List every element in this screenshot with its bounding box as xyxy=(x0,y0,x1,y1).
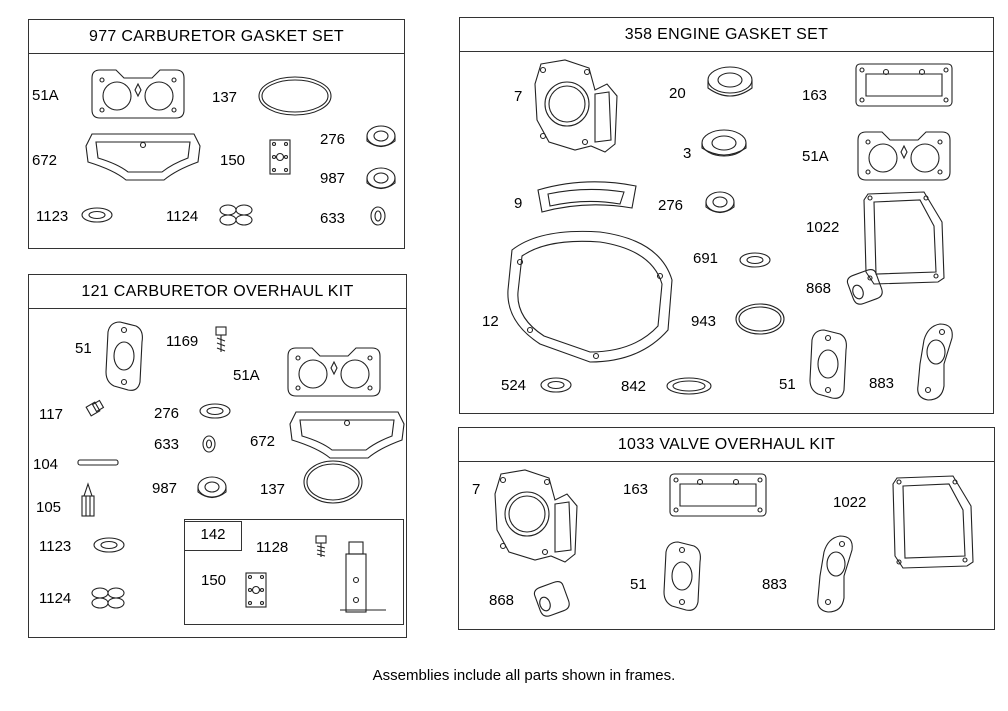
part-label-1128: 1128 xyxy=(256,539,289,556)
part-label-1022: 1022 xyxy=(833,494,867,511)
part-label-150: 150 xyxy=(220,152,246,169)
part-label-7: 7 xyxy=(472,481,481,498)
part-label-842: 842 xyxy=(621,378,647,395)
kit-title: 1033 VALVE OVERHAUL KIT xyxy=(459,428,994,462)
part-label-150: 150 xyxy=(201,572,227,589)
part-label-51a: 51A xyxy=(32,87,59,104)
part-label-163: 163 xyxy=(623,481,649,498)
part-label-9: 9 xyxy=(514,195,523,212)
part-label-104: 104 xyxy=(33,456,59,473)
part-label-524: 524 xyxy=(501,377,527,394)
part-label-987: 987 xyxy=(152,480,178,497)
part-label-633: 633 xyxy=(154,436,180,453)
part-label-868: 868 xyxy=(489,592,515,609)
part-label-117: 117 xyxy=(39,406,63,423)
part-label-1123: 1123 xyxy=(36,208,69,225)
part-label-1169: 1169 xyxy=(166,333,199,350)
part-label-987: 987 xyxy=(320,170,346,187)
part-label-1124: 1124 xyxy=(166,208,199,225)
sub-assembly-142-frame xyxy=(184,519,404,625)
part-label-883: 883 xyxy=(869,375,895,392)
part-label-163: 163 xyxy=(802,87,828,104)
part-label-137: 137 xyxy=(260,481,286,498)
part-label-7: 7 xyxy=(514,88,523,105)
kit-title: 121 CARBURETOR OVERHAUL KIT xyxy=(29,275,406,309)
part-label-672: 672 xyxy=(32,152,58,169)
part-label-276: 276 xyxy=(658,197,684,214)
sub-assembly-142-title: 142 xyxy=(184,521,242,551)
part-label-883: 883 xyxy=(762,576,788,593)
footer-note: Assemblies include all parts shown in fr… xyxy=(372,667,676,684)
part-label-105: 105 xyxy=(36,499,62,516)
part-label-51: 51 xyxy=(779,376,796,393)
part-label-137: 137 xyxy=(212,89,238,106)
part-label-1022: 1022 xyxy=(806,219,840,236)
part-label-51: 51 xyxy=(630,576,647,593)
part-label-276: 276 xyxy=(154,405,180,422)
part-label-691: 691 xyxy=(693,250,719,267)
part-label-20: 20 xyxy=(669,85,686,102)
part-label-51a: 51A xyxy=(802,148,829,165)
part-label-12: 12 xyxy=(482,313,499,330)
part-label-276: 276 xyxy=(320,131,346,148)
kit-358-engine-gasket-set: 358 ENGINE GASKET SET xyxy=(459,17,994,414)
part-label-1124: 1124 xyxy=(39,590,72,607)
part-label-868: 868 xyxy=(806,280,832,297)
kit-title: 977 CARBURETOR GASKET SET xyxy=(29,20,404,54)
part-label-1123: 1123 xyxy=(39,538,72,555)
part-label-672: 672 xyxy=(250,433,276,450)
part-label-943: 943 xyxy=(691,313,717,330)
kit-title: 358 ENGINE GASKET SET xyxy=(460,18,993,52)
part-label-51: 51 xyxy=(75,340,92,357)
kit-1033-valve-overhaul-kit: 1033 VALVE OVERHAUL KIT xyxy=(458,427,995,630)
part-label-51a: 51A xyxy=(233,367,260,384)
kit-977-carburetor-gasket-set: 977 CARBURETOR GASKET SET xyxy=(28,19,405,249)
part-label-3: 3 xyxy=(683,145,692,162)
part-label-633: 633 xyxy=(320,210,346,227)
